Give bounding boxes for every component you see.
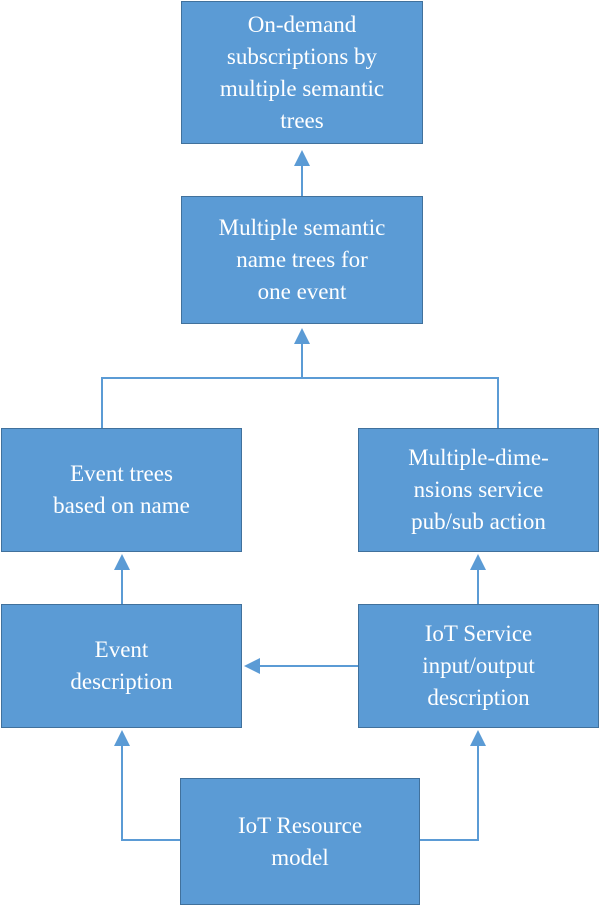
node-event-trees: Event trees based on name: [1, 428, 242, 552]
node-label: IoT Resource model: [237, 812, 363, 870]
node-multiple-semantic-name-trees: Multiple semantic name trees for one eve…: [181, 196, 423, 324]
node-label: IoT Service input/output description: [422, 621, 535, 710]
arrowhead-subscriptions: [294, 150, 310, 166]
node-label: On-demand subscriptions by multiple sema…: [219, 11, 385, 133]
arrowhead-name-trees: [294, 328, 310, 344]
arrowhead-event-description-left: [244, 658, 260, 674]
edge-pubsub-merge: [302, 377, 499, 428]
arrowhead-event-trees: [114, 554, 130, 570]
node-label: Event description: [70, 637, 173, 694]
node-label: Event trees based on name: [53, 461, 190, 518]
edge-event-trees-merge: [101, 377, 302, 428]
node-iot-service-io: IoT Service input/output description: [358, 604, 599, 728]
node-event-description: Event description: [1, 604, 242, 728]
node-on-demand-subscriptions: On-demand subscriptions by multiple sema…: [181, 1, 423, 144]
arrowhead-service-io-up: [470, 730, 486, 746]
node-iot-resource-model: IoT Resource model: [180, 778, 420, 905]
node-multi-dimension-pubsub: Multiple-dime- nsions service pub/sub ac…: [358, 428, 599, 552]
arrowhead-pubsub: [470, 554, 486, 570]
edge-resource-to-event-description: [121, 746, 180, 841]
arrowhead-event-description-up: [114, 730, 130, 746]
edge-resource-to-service-io: [420, 746, 479, 841]
node-label: Multiple-dime- nsions service pub/sub ac…: [408, 445, 549, 534]
node-label: Multiple semantic name trees for one eve…: [218, 215, 386, 304]
